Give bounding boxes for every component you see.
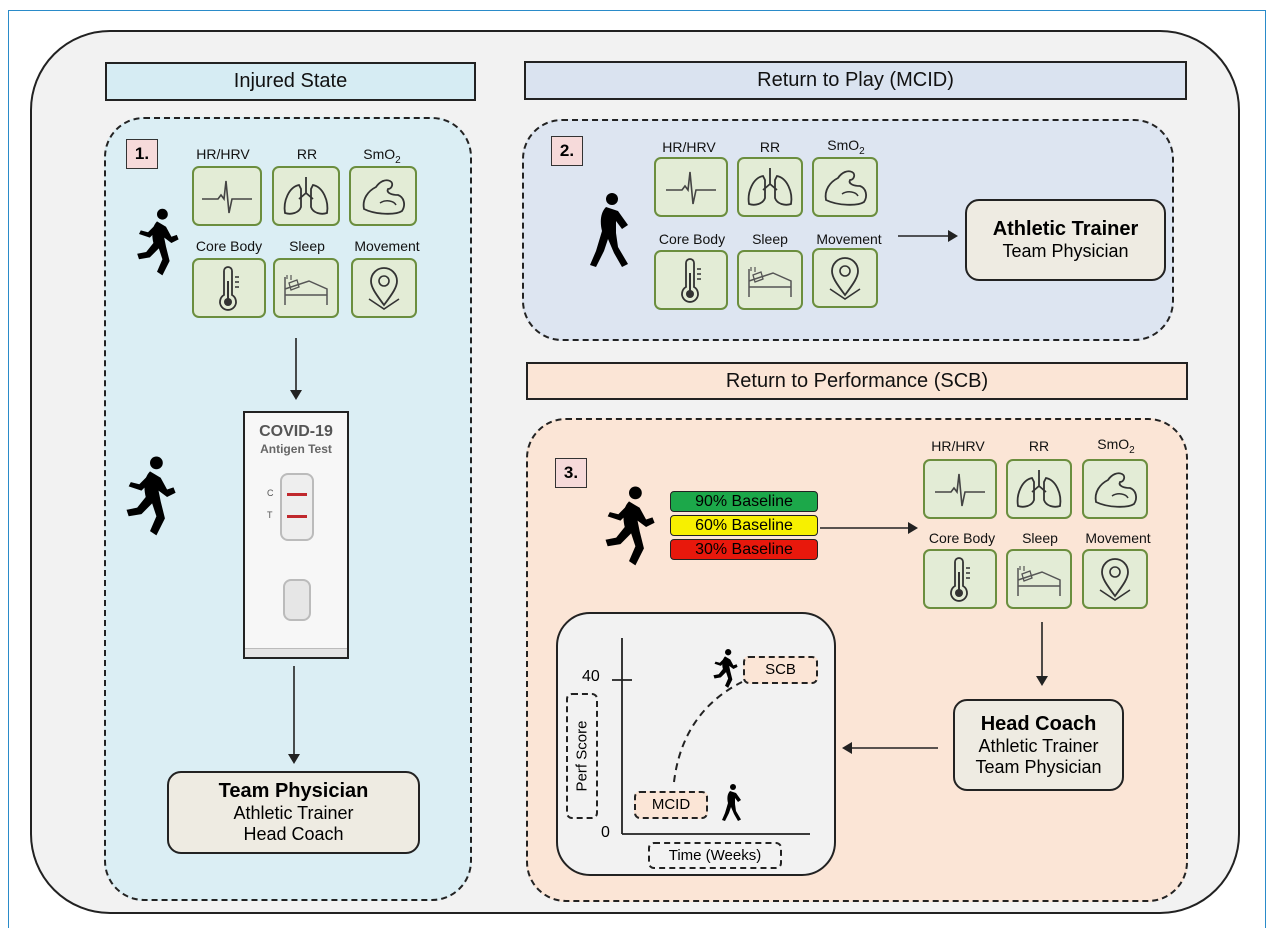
smo2-text: SmO bbox=[827, 137, 860, 153]
muscle-icon bbox=[812, 157, 878, 217]
baseline-90: 90% Baseline bbox=[670, 491, 818, 512]
role-box-head-coach: Head Coach Athletic Trainer Team Physici… bbox=[953, 699, 1124, 791]
header-injured-state: Injured State bbox=[105, 62, 476, 101]
label-core-body: Core Body bbox=[928, 530, 996, 546]
role-sub-1: Team Physician bbox=[1002, 241, 1129, 261]
header-return-to-play: Return to Play (MCID) bbox=[524, 61, 1187, 100]
baseline-60: 60% Baseline bbox=[670, 515, 818, 536]
label-rr: RR bbox=[1028, 438, 1050, 454]
figure-frame bbox=[8, 10, 1266, 928]
smo2-text: SmO bbox=[1097, 436, 1130, 452]
bed-icon bbox=[1006, 549, 1072, 609]
test-card-base bbox=[245, 648, 347, 657]
label-movement: Movement bbox=[816, 231, 882, 247]
label-sleep: Sleep bbox=[289, 238, 325, 254]
label-movement: Movement bbox=[1085, 530, 1151, 546]
role-sub-1: Athletic Trainer bbox=[978, 735, 1099, 756]
role-box-team-physician: Team Physician Athletic Trainer Head Coa… bbox=[167, 771, 420, 854]
lungs-icon bbox=[737, 157, 803, 217]
test-line bbox=[287, 515, 307, 518]
role-sub-2: Head Coach bbox=[243, 824, 344, 844]
role-sub-2: Team Physician bbox=[975, 756, 1102, 777]
label-rr: RR bbox=[296, 146, 318, 162]
walking-woman-silhouette-icon bbox=[578, 188, 638, 274]
smo2-subscript: 2 bbox=[859, 145, 865, 157]
label-core-body: Core Body bbox=[658, 231, 726, 247]
label-smo2: SmO2 bbox=[337, 146, 427, 166]
step-number-3: 3. bbox=[555, 458, 587, 488]
test-result-window bbox=[280, 473, 314, 541]
role-main: Head Coach bbox=[980, 712, 1097, 735]
label-smo2: SmO2 bbox=[801, 137, 891, 157]
lungs-icon bbox=[272, 166, 340, 226]
baseline-30: 30% Baseline bbox=[670, 539, 818, 560]
sample-well bbox=[283, 579, 311, 621]
performance-chart bbox=[612, 638, 810, 835]
role-main: Team Physician bbox=[218, 780, 369, 802]
thermometer-icon bbox=[923, 549, 997, 609]
arrow-icons-to-test bbox=[290, 338, 302, 400]
covid-antigen-test-card: COVID-19 Antigen Test C T bbox=[243, 411, 349, 659]
smo2-subscript: 2 bbox=[395, 154, 401, 166]
location-pin-icon bbox=[351, 258, 417, 318]
muscle-icon bbox=[349, 166, 417, 226]
label-core-body: Core Body bbox=[195, 238, 263, 254]
arrow-test-to-role bbox=[288, 666, 300, 764]
role-sub-1: Athletic Trainer bbox=[233, 803, 354, 823]
covid-test-title: COVID-19 bbox=[259, 423, 333, 440]
label-hr-hrv: HR/HRV bbox=[931, 438, 985, 454]
heart-rate-icon bbox=[923, 459, 997, 519]
runner-silhouette-icon bbox=[130, 205, 184, 281]
label-c: C bbox=[267, 488, 274, 498]
y-axis-label-text: Perf Score bbox=[573, 720, 591, 792]
label-t: T bbox=[267, 510, 273, 520]
bed-icon bbox=[737, 250, 803, 310]
thermometer-icon bbox=[192, 258, 266, 318]
label-sleep: Sleep bbox=[752, 231, 788, 247]
runner-silhouette-icon bbox=[597, 484, 661, 570]
label-movement: Movement bbox=[354, 238, 420, 254]
muscle-icon bbox=[1082, 459, 1148, 519]
role-box-athletic-trainer: Athletic Trainer Team Physician bbox=[965, 199, 1166, 281]
step-number-2: 2. bbox=[551, 136, 583, 166]
smo2-text: SmO bbox=[363, 146, 396, 162]
scb-label: SCB bbox=[743, 656, 818, 684]
walker-mini-icon bbox=[716, 782, 746, 824]
arrow-role-to-chart bbox=[842, 742, 938, 754]
smo2-subscript: 2 bbox=[1129, 444, 1135, 456]
label-sleep: Sleep bbox=[1022, 530, 1058, 546]
running-woman-silhouette-icon bbox=[118, 450, 182, 544]
step-number-1: 1. bbox=[126, 139, 158, 169]
x-axis-label: Time (Weeks) bbox=[648, 842, 782, 869]
control-line bbox=[287, 493, 307, 496]
y-tick-label-0: 0 bbox=[601, 824, 610, 841]
location-pin-icon bbox=[812, 248, 878, 308]
performance-curve bbox=[673, 681, 743, 783]
label-hr-hrv: HR/HRV bbox=[662, 139, 716, 155]
heart-rate-icon bbox=[192, 166, 262, 226]
header-return-to-performance: Return to Performance (SCB) bbox=[526, 362, 1188, 400]
arrow-metrics-to-role bbox=[1036, 622, 1048, 686]
metric-group-panel2: HR/HRV RR SmO2 Core Body Sleep Movement bbox=[642, 133, 892, 313]
lungs-icon bbox=[1006, 459, 1072, 519]
metric-group-panel1: HR/HRV RR SmO2 Core Body Sleep Movement bbox=[180, 140, 430, 330]
y-axis-label: Perf Score bbox=[566, 693, 598, 819]
arrow-baselines-to-metrics bbox=[820, 522, 918, 534]
arrow-panel2-to-role bbox=[898, 230, 958, 242]
metric-group-panel3: HR/HRV RR SmO2 Core Body Sleep Movement bbox=[911, 432, 1161, 618]
thermometer-icon bbox=[654, 250, 728, 310]
runner-mini-icon bbox=[709, 648, 741, 690]
location-pin-icon bbox=[1082, 549, 1148, 609]
role-main: Athletic Trainer bbox=[992, 218, 1139, 240]
covid-test-subtitle: Antigen Test bbox=[260, 442, 332, 456]
label-smo2: SmO2 bbox=[1071, 436, 1161, 456]
mcid-label: MCID bbox=[634, 791, 708, 819]
y-tick-label-40: 40 bbox=[582, 668, 600, 685]
label-hr-hrv: HR/HRV bbox=[196, 146, 250, 162]
label-rr: RR bbox=[759, 139, 781, 155]
heart-rate-icon bbox=[654, 157, 728, 217]
bed-icon bbox=[273, 258, 339, 318]
